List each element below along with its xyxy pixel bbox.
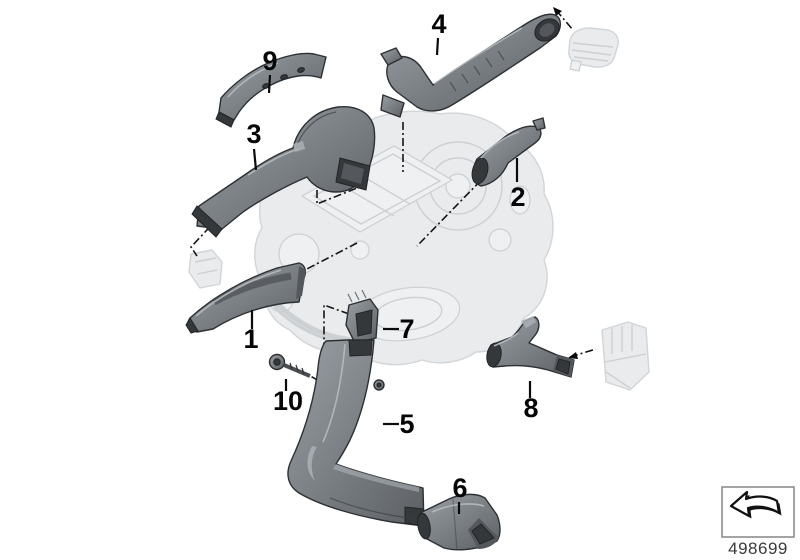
part-9-defroster-duct: [215, 52, 327, 128]
callout-5[interactable]: 5: [399, 409, 414, 439]
part-6-floor-duct-extension: [417, 493, 501, 551]
part-1-air-duct-lower-left: [185, 262, 307, 334]
part-5-rear-floor-duct: [287, 339, 425, 527]
diagram-thumbnail[interactable]: [721, 486, 795, 538]
callout-10[interactable]: 10: [273, 386, 303, 416]
mounting-bracket-faded: [188, 249, 223, 289]
part-8-center-console-duct: [486, 316, 575, 378]
callout-numbers: 1 2 3 4 5 6 7 8 9 10: [243, 9, 538, 503]
callout-6[interactable]: 6: [452, 473, 467, 503]
callout-4[interactable]: 4: [431, 9, 446, 39]
callout-1[interactable]: 1: [243, 324, 258, 354]
center-console-vent-faded: [601, 321, 650, 391]
callout-9[interactable]: 9: [262, 46, 277, 76]
bent-arrow-icon: [729, 490, 782, 519]
part-10-temperature-sensor: [268, 353, 311, 378]
dash-vent-grille-faded: [568, 27, 619, 72]
callout-2[interactable]: 2: [510, 182, 525, 212]
callout-3[interactable]: 3: [246, 119, 261, 149]
part-4-air-duct-right: [380, 13, 562, 118]
part-2-air-duct-small: [471, 117, 546, 187]
part-7-connector-duct: [345, 289, 379, 344]
callout-leader-lines: [250, 37, 532, 514]
callout-8[interactable]: 8: [523, 393, 538, 423]
callout-7[interactable]: 7: [399, 314, 414, 344]
diagram-part-number: 498699: [728, 539, 788, 558]
part-3-air-duct-left: [191, 106, 376, 238]
